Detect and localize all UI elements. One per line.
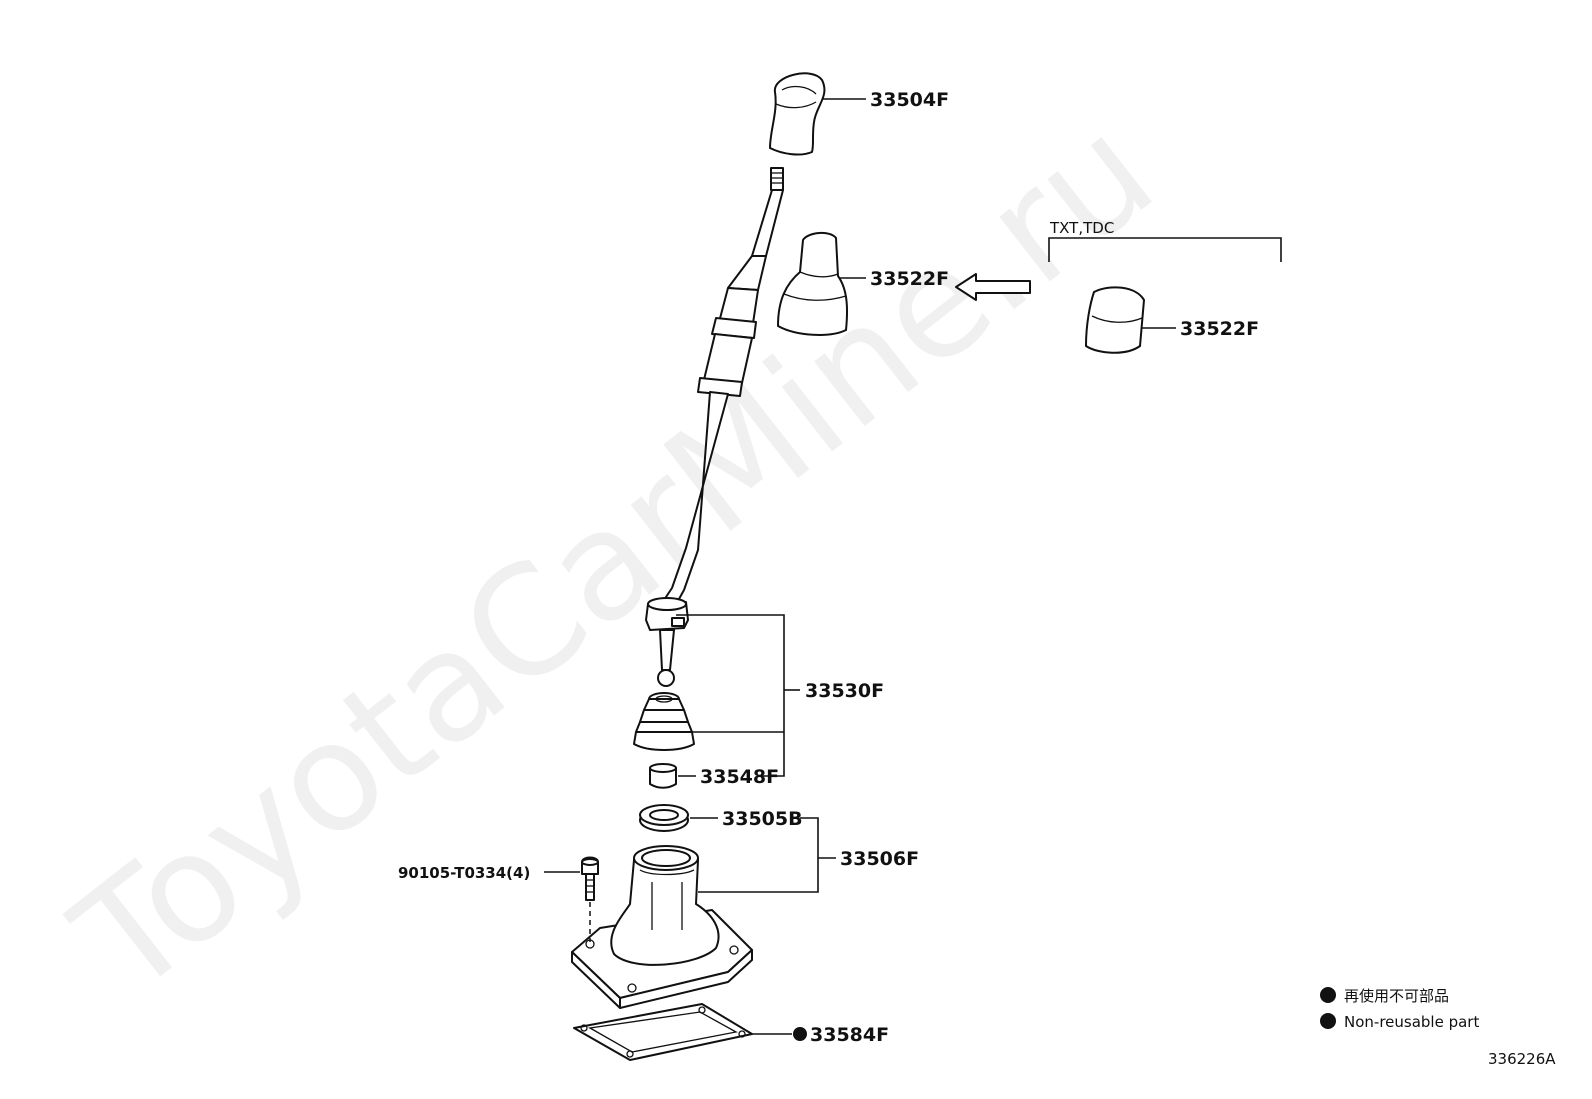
legend-dot-icon — [1320, 987, 1336, 1003]
shift-knob — [769, 72, 826, 156]
part-number-bushing: 33548F — [700, 766, 779, 788]
variant-label: TXT,TDC — [1049, 219, 1114, 237]
oil-seal — [639, 804, 689, 832]
legend: 再使用不可部品 Non-reusable part — [1320, 987, 1479, 1031]
non-reusable-marker-icon — [793, 1027, 807, 1041]
part-number-boot-upper: 33522F — [870, 268, 949, 290]
bolt — [581, 856, 599, 942]
legend-item-jp: 再使用不可部品 — [1344, 987, 1449, 1005]
part-number-seal: 33505B — [722, 808, 803, 830]
legend-item-en: Non-reusable part — [1344, 1013, 1479, 1031]
shift-boot-alternate — [1085, 286, 1145, 354]
arrow-left-icon — [955, 273, 1031, 301]
shift-lever-housing — [571, 845, 753, 1009]
watermark: ToyotaCarMine.ru — [44, 84, 1185, 1028]
part-number-lever-assy: 33530F — [805, 680, 884, 702]
shift-lever-rod — [645, 167, 784, 687]
part-number-bolt: 90105-T0334(4) — [398, 864, 530, 882]
bushing — [649, 763, 677, 789]
part-number-boot-alternate: 33522F — [1180, 318, 1259, 340]
part-number-gasket: 33584F — [810, 1024, 889, 1046]
gasket — [573, 1003, 753, 1061]
diagram-id: 336226A — [1488, 1050, 1556, 1068]
part-number-knob: 33504F — [870, 89, 949, 111]
legend-dot-icon — [1320, 1013, 1336, 1029]
part-number-housing: 33506F — [840, 848, 919, 870]
rubber-boot — [633, 692, 695, 751]
shift-boot-upper — [777, 232, 848, 336]
